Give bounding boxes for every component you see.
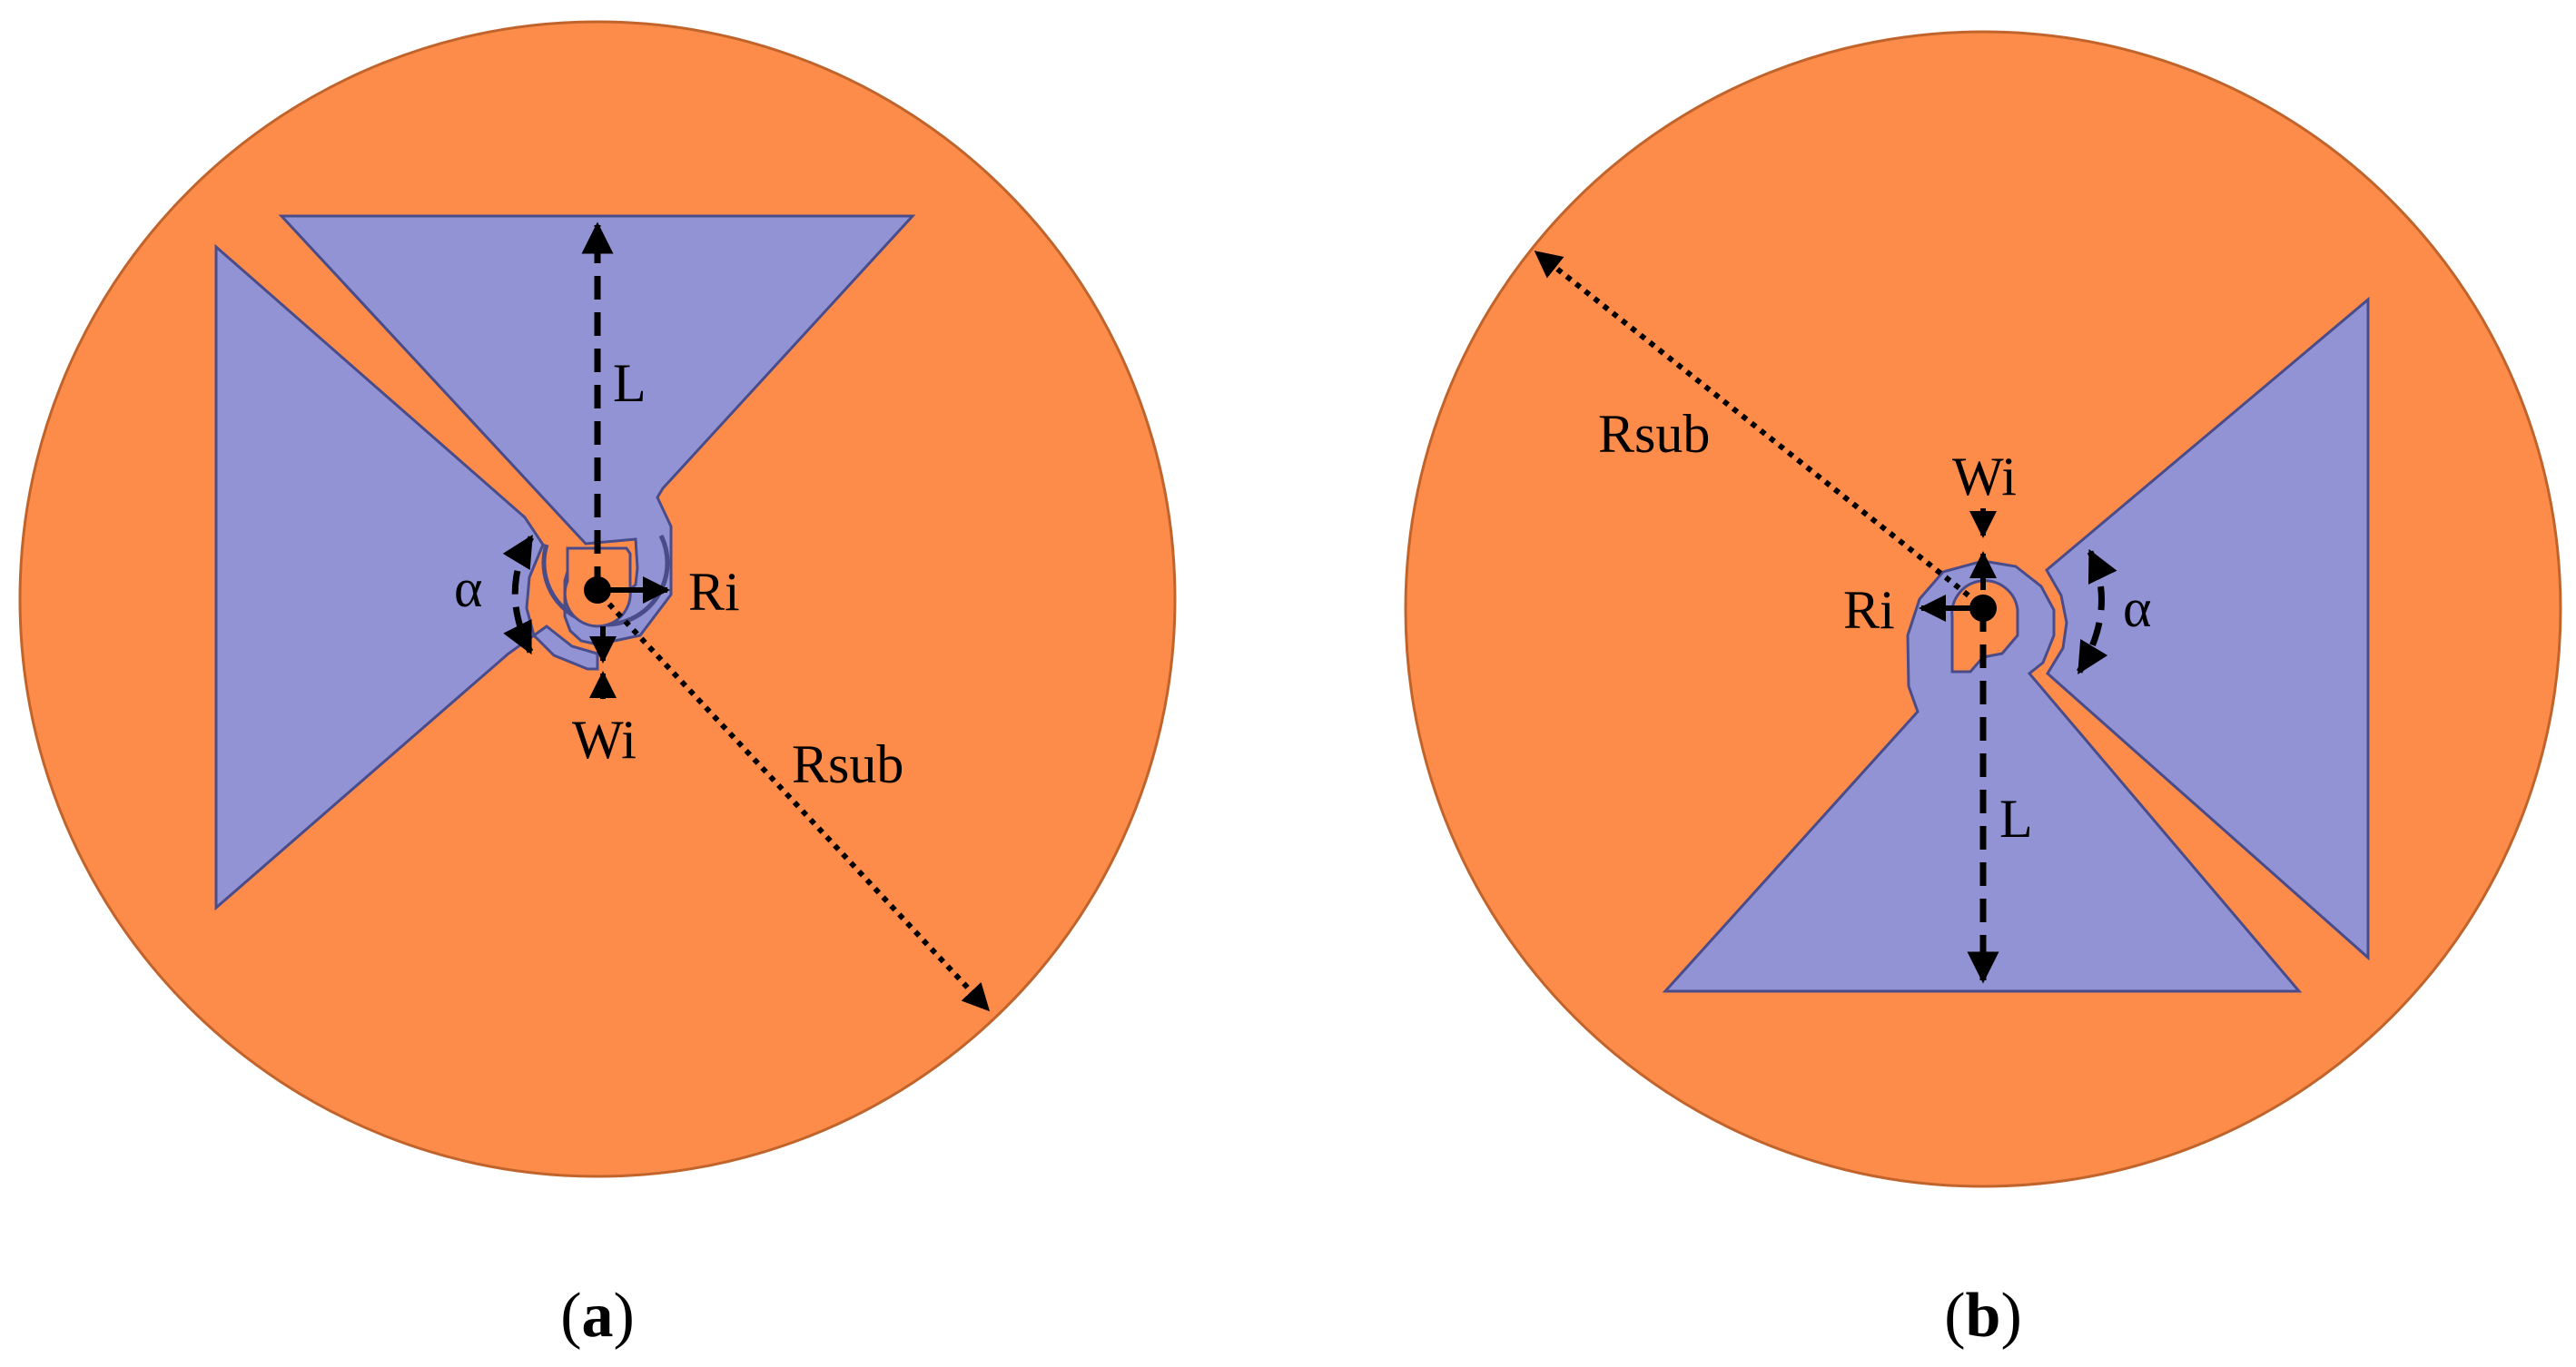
length-label-b: L	[1999, 789, 2033, 849]
inner-width-label-a: Wi	[572, 710, 637, 770]
angle-arc-b	[2076, 548, 2117, 675]
substrate-radius-label-a: Rsub	[792, 734, 903, 794]
inner-radius-label-b: Ri	[1843, 580, 1895, 640]
substrate-radius-label-b: Rsub	[1598, 404, 1710, 464]
caption-b: (b)	[1944, 1281, 2022, 1351]
angle-label-a: α	[454, 558, 482, 618]
panel-a: L Ri Wi α Rsub (a)	[18, 20, 1177, 1351]
angle-label-b: α	[2123, 578, 2151, 638]
feed-point-a	[584, 576, 611, 604]
substrate-radius-dimension-a	[598, 593, 991, 1012]
feed-point-b	[1969, 595, 1997, 622]
panel-b: L Ri Wi α Rsub (b)	[1404, 30, 2562, 1351]
caption-a: (a)	[560, 1281, 635, 1351]
right-triangle-patch-b	[2045, 296, 2370, 961]
inner-width-label-b: Wi	[1952, 447, 2017, 506]
length-label-a: L	[613, 353, 646, 413]
angle-arc-a	[502, 535, 534, 655]
inner-radius-label-a: Ri	[688, 562, 740, 622]
